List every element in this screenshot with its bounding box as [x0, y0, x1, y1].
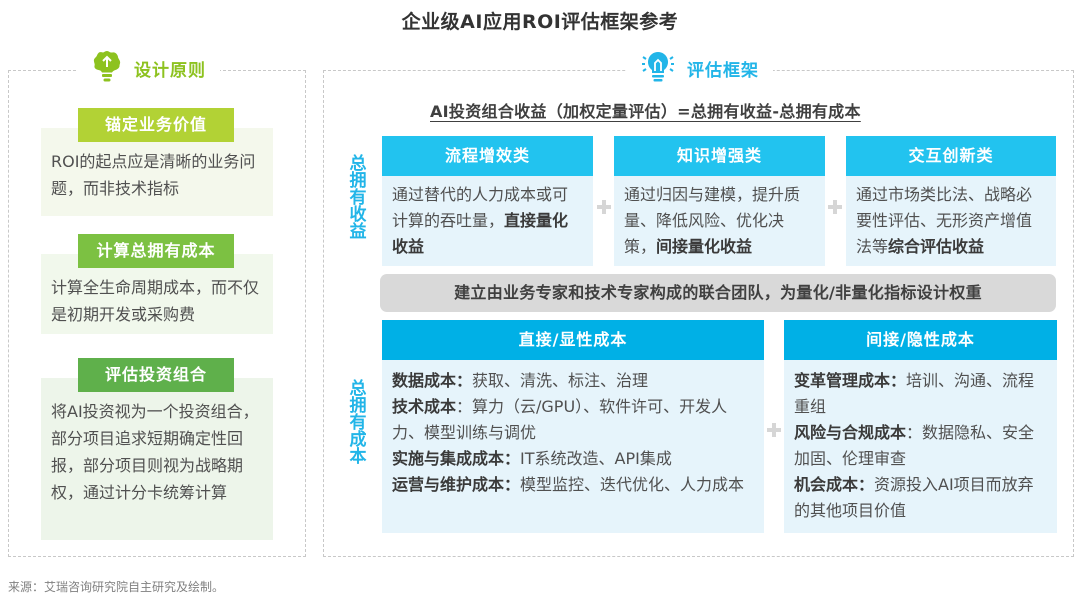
- joint-team-banner: 建立由业务专家和技术专家构成的联合团队，为量化/非量化指标设计权重: [380, 274, 1056, 312]
- cost-item: 变革管理成本：培训、沟通、流程重组: [794, 371, 1035, 416]
- cost-card-indirect: 间接/隐性成本 变革管理成本：培训、沟通、流程重组 风险与合规成本：数据隐私、安…: [784, 320, 1057, 533]
- page-title: 企业级AI应用ROI评估框架参考: [401, 11, 679, 33]
- benefit-card: 交互创新类 通过市场类比法、战略必要性评估、无形资产增值法等综合评估收益: [846, 136, 1056, 266]
- benefit-card-title: 知识增强类: [614, 136, 825, 176]
- benefit-card-title: 流程增效类: [382, 136, 593, 176]
- cost-item: 实施与集成成本：IT系统改造、API集成: [392, 449, 672, 468]
- cost-item: 机会成本：资源投入AI项目而放弃的其他项目价值: [794, 475, 1034, 520]
- design-principles-header: 设计原则: [78, 48, 220, 88]
- benefit-card: 流程增效类 通过替代的人力成本或可计算的吞吐量，直接量化收益: [382, 136, 593, 266]
- benefit-card-text: 通过替代的人力成本或可计算的吞吐量，直接量化收益: [392, 185, 569, 256]
- benefit-card: 知识增强类 通过归因与建模，提升质量、降低风险、优化决策，间接量化收益: [614, 136, 825, 266]
- plus-icon: [597, 200, 611, 214]
- cost-card-items: 变革管理成本：培训、沟通、流程重组 风险与合规成本：数据隐私、安全加固、伦理审查…: [784, 360, 1057, 532]
- cost-item: 运营与维护成本：模型监控、迭代优化、人力成本: [392, 475, 745, 494]
- total-cost-label: 总拥有成本: [349, 379, 367, 467]
- principle-tag: 评估投资组合: [78, 358, 234, 392]
- principle-text: 将AI投资视为一个投资组合，部分项目追求短期确定性回报，部分项目则视为战略期权，…: [41, 378, 273, 540]
- total-benefit-label: 总拥有收益: [349, 154, 367, 242]
- cost-card-items: 数据成本：获取、清洗、标注、治理 技术成本：算力（云/GPU）、软件许可、开发人…: [382, 360, 764, 506]
- cost-card-title: 间接/隐性成本: [784, 320, 1057, 360]
- evaluation-framework-heading: 评估框架: [687, 60, 759, 81]
- cost-item: 技术成本：算力（云/GPU）、软件许可、开发人力、模型训练与调优: [392, 397, 728, 442]
- benefit-card-text: 通过市场类比法、战略必要性评估、无形资产增值法等综合评估收益: [856, 185, 1033, 256]
- principle-text: ROI的起点应是清晰的业务问题，而非技术指标: [41, 128, 273, 216]
- principle-tag: 锚定业务价值: [78, 108, 234, 142]
- evaluation-framework-header: 评估框架: [627, 48, 773, 88]
- cost-card-title: 直接/显性成本: [382, 320, 764, 360]
- cost-item: 数据成本：获取、清洗、标注、治理: [392, 371, 649, 390]
- cost-item: 风险与合规成本：数据隐私、安全加固、伦理审查: [794, 423, 1035, 468]
- lightbulb-icon: [641, 49, 675, 87]
- plus-icon: [767, 423, 781, 437]
- cost-card-direct: 直接/显性成本 数据成本：获取、清洗、标注、治理 技术成本：算力（云/GPU）、…: [382, 320, 764, 533]
- benefit-card-text: 通过归因与建模，提升质量、降低风险、优化决策，间接量化收益: [624, 185, 801, 256]
- roi-formula: AI投资组合收益（加权定量评估）=总拥有收益-总拥有成本: [430, 102, 861, 121]
- brain-lightbulb-icon: [92, 49, 122, 87]
- benefit-card-title: 交互创新类: [846, 136, 1056, 176]
- principle-tag: 计算总拥有成本: [78, 234, 234, 268]
- source-note: 来源：艾瑞咨询研究院自主研究及绘制。: [8, 580, 225, 594]
- plus-icon: [828, 200, 842, 214]
- design-principles-heading: 设计原则: [134, 60, 206, 81]
